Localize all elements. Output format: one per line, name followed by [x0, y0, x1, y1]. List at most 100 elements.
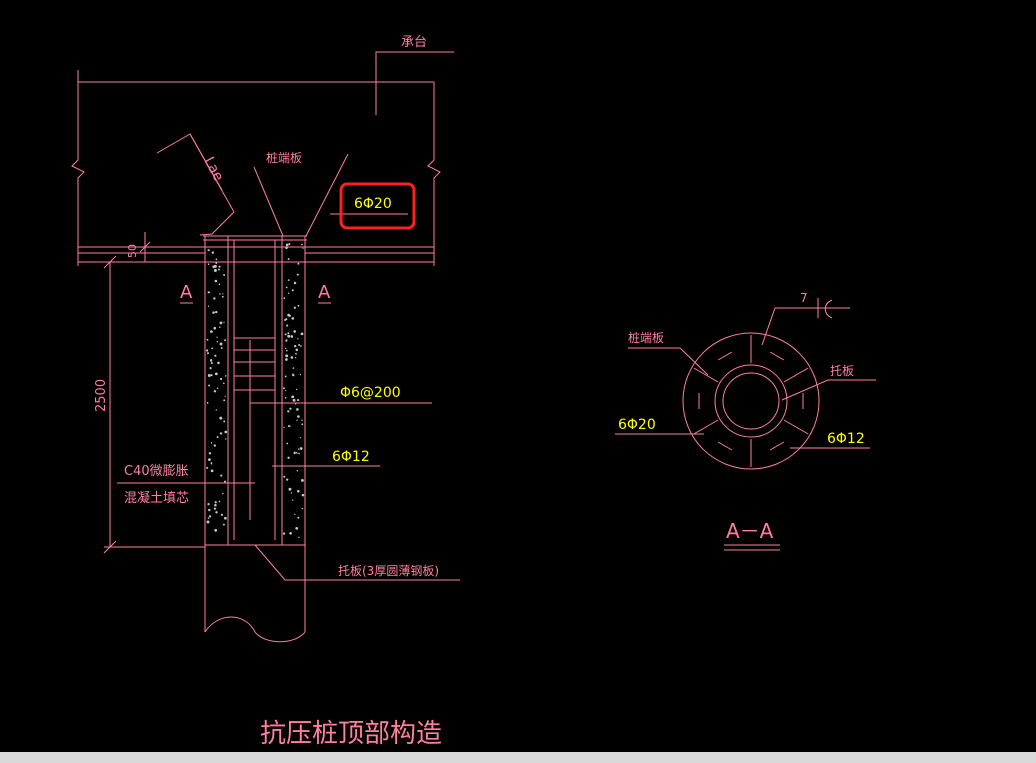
- hatch-dot: [285, 339, 288, 342]
- hatch-dot: [284, 396, 287, 399]
- status-bar: [0, 752, 1036, 763]
- hatch-dot: [223, 420, 226, 423]
- hatch-dot: [287, 334, 291, 338]
- hatch-dot: [292, 367, 295, 369]
- hatch-dot: [298, 536, 300, 539]
- hatch-dot: [218, 265, 221, 268]
- hatch-dot: [215, 262, 218, 264]
- hatch-dot: [297, 262, 300, 265]
- hatch-dot: [207, 291, 210, 294]
- hatch-dot: [289, 407, 292, 410]
- hatch-dot: [287, 313, 291, 317]
- hatch-dot: [284, 375, 287, 378]
- hatch-dot: [288, 242, 291, 246]
- hatch-dot: [283, 475, 286, 478]
- section-mid-circle: [714, 364, 788, 438]
- hatch-dot: [297, 489, 300, 493]
- hatch-dot: [216, 336, 218, 338]
- hatch-dot: [207, 517, 210, 520]
- hatch-dot: [207, 249, 210, 252]
- hatch-dot: [284, 333, 287, 336]
- hatch-dot: [224, 339, 227, 342]
- hatch-dot: [224, 375, 227, 377]
- hatch-dot: [213, 297, 216, 300]
- dim-2500-tick-bottom: [103, 540, 117, 554]
- hatch-dot: [294, 357, 297, 359]
- hatch-dot: [299, 447, 303, 450]
- section-inner-circle: [722, 372, 780, 430]
- hatch-dot: [297, 304, 300, 307]
- hatch-dot: [294, 344, 297, 348]
- label-pile-end-plate-top: 桩端板: [266, 150, 302, 165]
- hatch-dot: [213, 444, 216, 447]
- hatch-dot: [213, 507, 217, 510]
- hatch-dot: [301, 243, 303, 246]
- hatch-dot: [210, 442, 213, 444]
- hatch-dot: [223, 274, 226, 276]
- hatch-dot: [287, 332, 290, 335]
- hatch-dot: [301, 493, 305, 497]
- label-stirrup: Φ6@200: [340, 385, 401, 401]
- label-section-a-right: A: [318, 282, 331, 303]
- hatch-dot: [213, 390, 217, 393]
- hatch-dot: [291, 317, 295, 320]
- labels-left: 承台 桩端板 6Φ20 Lae 50 A A Φ6@200 6Φ12 2500 …: [94, 35, 442, 749]
- hatch-dot: [301, 423, 304, 426]
- hatch-dot: [219, 432, 222, 435]
- hatch-dot: [286, 324, 289, 327]
- hatch-dot: [287, 425, 290, 428]
- hatch-dot: [212, 311, 215, 314]
- hatch-dot: [208, 384, 211, 387]
- cap-left-edge: [71, 70, 85, 266]
- section-end-plate-leader-2: [679, 347, 709, 376]
- dim-50-tick-1: [139, 241, 151, 253]
- hatch-dot: [215, 258, 218, 261]
- hatch-dot: [210, 330, 213, 333]
- hatch-dot: [291, 395, 295, 399]
- highlight-box[interactable]: [339, 182, 416, 230]
- hatch-dot: [222, 382, 225, 385]
- hatch-dot: [206, 520, 210, 524]
- cap-right-edge: [427, 82, 441, 266]
- hatch-dot: [213, 264, 217, 268]
- hatch-dot: [223, 399, 226, 402]
- section-divider: [693, 419, 719, 435]
- hatch-dot: [297, 399, 300, 402]
- hatch-dot: [287, 292, 290, 294]
- hatch-dot: [224, 516, 227, 520]
- hatch-dot: [213, 269, 217, 272]
- section-label-end-plate: 桩端板: [628, 330, 664, 345]
- hatch-dot: [282, 387, 286, 390]
- hatch-dot: [293, 451, 296, 455]
- hatch-dot: [216, 341, 219, 343]
- hatch-dot: [301, 507, 304, 510]
- hatch-dot: [282, 532, 286, 535]
- hatch-dot: [206, 466, 209, 469]
- hatch-dot: [296, 273, 299, 276]
- section-bar-mark: [769, 351, 785, 361]
- hatch-dot: [285, 349, 288, 352]
- hatch-dot: [301, 419, 303, 422]
- section-label-dim-7: 7: [800, 291, 808, 305]
- section-aa: [615, 298, 876, 551]
- hatch-dot: [298, 448, 300, 450]
- hatch-dot: [285, 246, 288, 250]
- hatch-dot: [290, 356, 294, 359]
- hatch-dot: [214, 373, 217, 375]
- hatch-dot: [208, 515, 212, 518]
- hatch-dot: [223, 321, 225, 323]
- dim-2500-tick-top: [103, 255, 117, 269]
- hatch-dot: [210, 358, 212, 361]
- hatch-dot: [222, 492, 224, 495]
- section-label-support-plate: 托板: [830, 364, 854, 378]
- hatch-dot: [206, 338, 209, 341]
- hatch-dot: [296, 408, 299, 411]
- hatch-dot: [295, 388, 298, 391]
- funnel-right: [305, 153, 349, 237]
- section-bar-mark: [769, 441, 785, 451]
- hatch-dot: [219, 321, 223, 325]
- hatch-dot: [285, 389, 287, 392]
- hatch-dot: [208, 452, 212, 455]
